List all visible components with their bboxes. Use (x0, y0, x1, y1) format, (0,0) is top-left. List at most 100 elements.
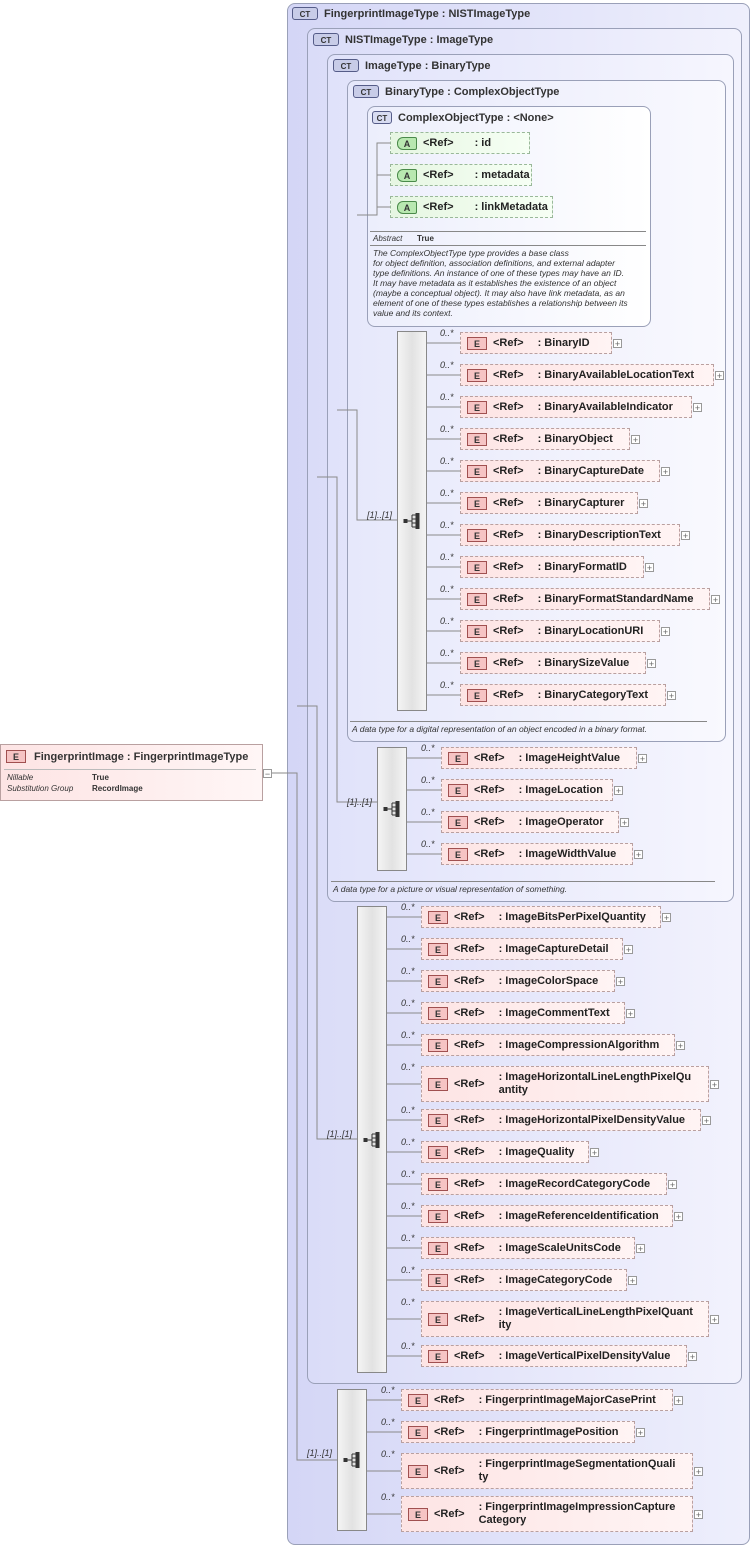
element-ref-binary[interactable]: E<Ref>: BinaryDescriptionText (460, 524, 680, 546)
element-ref-image[interactable]: E<Ref>: ImageOperator (441, 811, 619, 833)
expand-toggle[interactable]: + (616, 977, 625, 987)
expand-toggle[interactable]: + (636, 1244, 645, 1254)
element-ref-nist[interactable]: E<Ref>: ImageCompressionAlgorithm (421, 1034, 675, 1056)
expand-toggle[interactable]: + (710, 1080, 719, 1090)
expand-toggle[interactable]: + (693, 403, 702, 413)
expand-toggle[interactable]: + (645, 563, 654, 573)
expand-toggle[interactable]: + (624, 945, 633, 955)
expand-toggle[interactable]: + (639, 499, 648, 509)
image-type-header[interactable]: CT ImageType : BinaryType (333, 59, 491, 72)
binary-type-title: BinaryType : ComplexObjectType (385, 85, 560, 98)
element-ref-binary[interactable]: E<Ref>: BinaryFormatStandardName (460, 588, 710, 610)
expand-toggle[interactable]: + (668, 1180, 677, 1190)
element-ref-binary[interactable]: E<Ref>: BinaryCapturer (460, 492, 638, 514)
nist-image-type-header[interactable]: CT NISTImageType : ImageType (313, 33, 493, 46)
attribute-link-metadata[interactable]: A <Ref> : linkMetadata (390, 196, 553, 218)
element-ref-binary[interactable]: E<Ref>: BinarySizeValue (460, 652, 646, 674)
expand-toggle[interactable]: + (710, 1315, 719, 1325)
element-icon: E (467, 688, 487, 702)
element-ref-binary[interactable]: E<Ref>: BinaryFormatID (460, 556, 644, 578)
element-ref-nist[interactable]: E<Ref>: ImageCaptureDetail (421, 938, 623, 960)
element-ref: <Ref> (454, 1210, 485, 1222)
binary-type-header[interactable]: CT BinaryType : ComplexObjectType (353, 85, 559, 98)
expand-toggle[interactable]: + (647, 659, 656, 669)
element-ref: <Ref> (454, 1146, 485, 1158)
expand-toggle[interactable]: + (681, 531, 690, 541)
expand-toggle[interactable]: + (638, 754, 647, 764)
substitution-group-label: Substitution Group (7, 784, 74, 793)
attribute-icon: A (397, 136, 417, 150)
attribute-metadata[interactable]: A <Ref> : metadata (390, 164, 532, 186)
element-name: : ImageReferenceIdentification (498, 1209, 659, 1222)
expand-toggle[interactable]: + (626, 1009, 635, 1019)
element-ref-binary[interactable]: E<Ref>: BinaryLocationURI (460, 620, 660, 642)
binary-type-doc-divider (350, 721, 707, 722)
expand-toggle[interactable]: + (688, 1352, 697, 1362)
element-ref-binary[interactable]: E<Ref>: BinaryAvailableIndicator (460, 396, 692, 418)
element-ref-nist[interactable]: E<Ref>: ImageScaleUnitsCode (421, 1237, 635, 1259)
element-ref-image[interactable]: E<Ref>: ImageWidthValue (441, 843, 633, 865)
collapse-toggle[interactable]: − (263, 769, 272, 779)
element-ref-binary[interactable]: E<Ref>: BinaryCaptureDate (460, 460, 660, 482)
doc-line: type definitions. An instance of one of … (373, 268, 625, 278)
element-name: : BinaryCapturer (537, 496, 625, 509)
expand-toggle[interactable]: + (628, 1276, 637, 1286)
expand-toggle[interactable]: + (631, 435, 640, 445)
element-ref: <Ref> (493, 561, 524, 573)
element-ref-binary[interactable]: E<Ref>: BinaryAvailableLocationText (460, 364, 714, 386)
expand-toggle[interactable]: + (661, 627, 670, 637)
expand-toggle[interactable]: + (661, 467, 670, 477)
expand-toggle[interactable]: + (676, 1041, 685, 1051)
element-cardinality: 0..* (401, 1233, 415, 1243)
complex-object-type-header[interactable]: CT ComplexObjectType : <None> (372, 111, 554, 124)
expand-toggle[interactable]: + (715, 371, 724, 381)
root-element-header[interactable]: E FingerprintImage : FingerprintImageTyp… (6, 750, 248, 763)
element-ref-nist[interactable]: E<Ref>: ImageCommentText (421, 1002, 625, 1024)
element-name: : ImageCompressionAlgorithm (498, 1038, 660, 1051)
element-ref-nist[interactable]: E<Ref>: ImageHorizontalLineLengthPixelQu… (421, 1066, 709, 1102)
element-cardinality: 0..* (401, 1030, 415, 1040)
expand-toggle[interactable]: + (613, 339, 622, 349)
element-ref-nist[interactable]: E<Ref>: ImageCategoryCode (421, 1269, 627, 1291)
root-element-title: FingerprintImage : FingerprintImageType (34, 750, 249, 763)
element-ref-nist[interactable]: E<Ref>: ImageHorizontalPixelDensityValue (421, 1109, 701, 1131)
element-ref: <Ref> (493, 465, 524, 477)
sequence-icon (403, 513, 421, 529)
element-ref-nist[interactable]: E<Ref>: ImageColorSpace (421, 970, 615, 992)
element-ref-binary[interactable]: E<Ref>: BinaryCategoryText (460, 684, 666, 706)
element-ref-nist[interactable]: E<Ref>: ImageVerticalPixelDensityValue (421, 1345, 687, 1367)
image-type-doc-divider (331, 881, 715, 882)
root-element-box[interactable] (0, 744, 263, 801)
element-ref-fingerprint[interactable]: E<Ref>: FingerprintImagePosition (401, 1421, 635, 1443)
expand-toggle[interactable]: + (711, 595, 720, 605)
element-ref: <Ref> (474, 816, 505, 828)
element-ref-image[interactable]: E<Ref>: ImageHeightValue (441, 747, 637, 769)
element-ref-nist[interactable]: E<Ref>: ImageBitsPerPixelQuantity (421, 906, 661, 928)
expand-toggle[interactable]: + (614, 786, 623, 796)
element-name: : BinarySizeValue (537, 656, 630, 669)
element-ref-fingerprint[interactable]: E<Ref>: FingerprintImageImpressionCaptur… (401, 1496, 693, 1532)
expand-toggle[interactable]: + (694, 1510, 703, 1520)
element-ref-fingerprint[interactable]: E<Ref>: FingerprintImageMajorCasePrint (401, 1389, 673, 1411)
expand-toggle[interactable]: + (662, 913, 671, 923)
element-ref-binary[interactable]: E<Ref>: BinaryID (460, 332, 612, 354)
expand-toggle[interactable]: + (674, 1396, 683, 1406)
expand-toggle[interactable]: + (702, 1116, 711, 1126)
element-ref-nist[interactable]: E<Ref>: ImageReferenceIdentification (421, 1205, 673, 1227)
element-ref-nist[interactable]: E<Ref>: ImageQuality (421, 1141, 589, 1163)
expand-toggle[interactable]: + (634, 850, 643, 860)
element-ref-nist[interactable]: E<Ref>: ImageRecordCategoryCode (421, 1173, 667, 1195)
element-cardinality: 0..* (401, 1105, 415, 1115)
element-ref-binary[interactable]: E<Ref>: BinaryObject (460, 428, 630, 450)
element-ref-fingerprint[interactable]: E<Ref>: FingerprintImageSegmentationQual… (401, 1453, 693, 1489)
expand-toggle[interactable]: + (694, 1467, 703, 1477)
expand-toggle[interactable]: + (590, 1148, 599, 1158)
expand-toggle[interactable]: + (636, 1428, 645, 1438)
element-ref-nist[interactable]: E<Ref>: ImageVerticalLineLengthPixelQuan… (421, 1301, 709, 1337)
attribute-id[interactable]: A <Ref> : id (390, 132, 530, 154)
expand-toggle[interactable]: + (674, 1212, 683, 1222)
expand-toggle[interactable]: + (667, 691, 676, 701)
element-ref-image[interactable]: E<Ref>: ImageLocation (441, 779, 613, 801)
expand-toggle[interactable]: + (620, 818, 629, 828)
fingerprint-image-type-header[interactable]: CT FingerprintImageType : NISTImageType (292, 7, 530, 20)
